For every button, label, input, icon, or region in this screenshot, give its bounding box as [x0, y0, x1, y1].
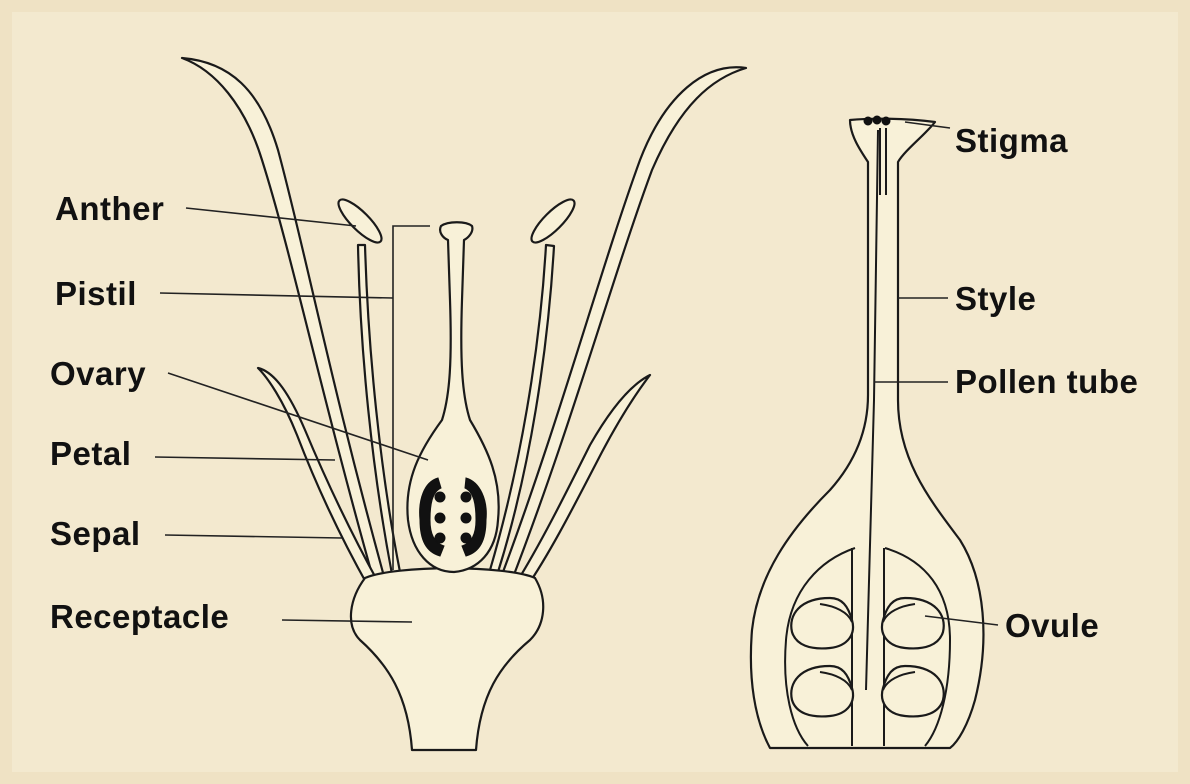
label-stigma: Stigma [955, 122, 1068, 159]
label-sepal: Sepal [50, 515, 141, 552]
pollen-grains [864, 116, 890, 125]
label-receptacle: Receptacle [50, 598, 229, 635]
label-pollen-tube: Pollen tube [955, 363, 1138, 400]
label-pistil: Pistil [55, 275, 137, 312]
label-petal: Petal [50, 435, 131, 472]
label-style: Style [955, 280, 1036, 317]
label-ovule: Ovule [1005, 607, 1099, 644]
label-ovary: Ovary [50, 355, 146, 392]
label-anther: Anther [55, 190, 164, 227]
